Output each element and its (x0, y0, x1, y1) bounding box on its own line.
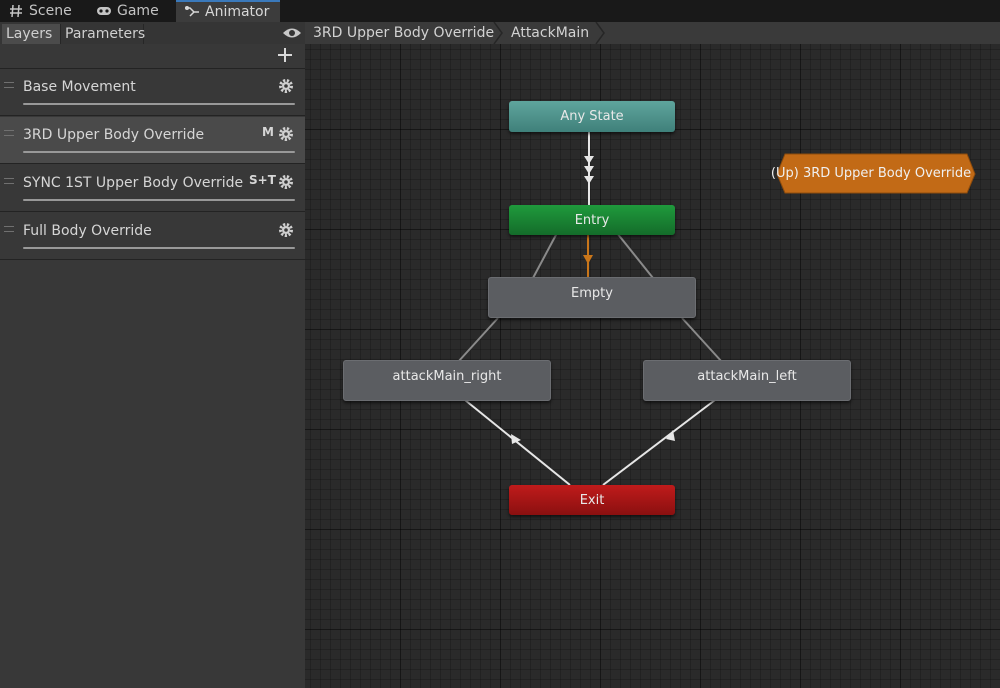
state-node-up-parent[interactable]: (Up) 3RD Upper Body Override (766, 153, 976, 193)
state-node-exit[interactable]: Exit (509, 485, 675, 515)
subtab-parameters-label: Parameters (65, 26, 146, 42)
tab-game-label: Game (117, 3, 159, 19)
state-node-empty[interactable]: Empty (488, 277, 696, 318)
up-node-shape (776, 153, 976, 194)
animator-icon (185, 6, 199, 17)
node-label: Any State (560, 109, 624, 124)
tab-animator-label: Animator (205, 4, 270, 20)
drag-handle-icon[interactable] (4, 130, 14, 136)
breadcrumb: 3RD Upper Body Override AttackMain (305, 22, 1000, 44)
arrow-icon (584, 176, 594, 184)
subtab-layers-label: Layers (6, 26, 53, 42)
eye-icon[interactable] (282, 26, 302, 40)
layer-badge: M (262, 125, 274, 139)
tab-animator[interactable]: Animator (176, 0, 280, 22)
arrow-icon (511, 434, 521, 444)
state-node-any-state[interactable]: Any State (509, 101, 675, 132)
arrow-icon (584, 166, 594, 174)
drag-handle-icon[interactable] (4, 178, 14, 184)
layer-name: Full Body Override (23, 223, 152, 239)
window-tab-bar: Scene Game Animator (0, 0, 1000, 22)
node-label: attackMain_right (392, 369, 502, 384)
panel-subtabs: Layers Parameters (0, 22, 305, 44)
node-label: Empty (571, 286, 613, 301)
layer-item-base-movement[interactable]: Base Movement (0, 69, 305, 116)
layer-weight-bar[interactable] (23, 103, 295, 105)
layer-name: SYNC 1ST Upper Body Override (23, 175, 244, 191)
layer-badge: S+T (249, 173, 276, 187)
layer-item-full-body-override[interactable]: Full Body Override (0, 213, 305, 260)
node-label: Entry (574, 213, 610, 228)
gear-icon[interactable] (278, 78, 294, 94)
transition-left-exit[interactable] (602, 399, 716, 486)
layer-name: 3RD Upper Body Override (23, 127, 205, 143)
tab-scene-label: Scene (29, 3, 72, 19)
layer-item-sync-1st-upper-body[interactable]: SYNC 1ST Upper Body Override S+T (0, 165, 305, 212)
layers-panel: Layers Parameters Base Movement 3RD Uppe… (0, 22, 305, 688)
layer-weight-bar[interactable] (23, 247, 295, 249)
layer-name: Base Movement (23, 79, 136, 95)
arrow-icon (666, 430, 675, 441)
hash-icon (10, 4, 22, 18)
gamepad-icon (97, 7, 111, 15)
gear-icon[interactable] (278, 126, 294, 142)
layer-weight-bar[interactable] (23, 151, 295, 153)
drag-handle-icon[interactable] (4, 82, 14, 88)
gear-icon[interactable] (278, 222, 294, 238)
node-label: attackMain_left (697, 369, 797, 384)
transition-empty-left[interactable] (681, 317, 723, 363)
breadcrumb-label: 3RD Upper Body Override (313, 25, 495, 41)
node-label: (Up) 3RD Upper Body Override (770, 165, 972, 181)
layer-weight-bar[interactable] (23, 199, 295, 201)
tab-game[interactable]: Game (96, 0, 159, 22)
subtab-layers[interactable]: Layers (2, 24, 60, 44)
node-label: Exit (579, 493, 605, 508)
state-node-attackmain-left[interactable]: attackMain_left (643, 360, 851, 401)
transition-empty-right[interactable] (457, 317, 499, 363)
layer-item-3rd-upper-body[interactable]: 3RD Upper Body Override M (0, 117, 305, 164)
tab-scene[interactable]: Scene (8, 0, 72, 22)
chevron-right-icon (493, 22, 503, 44)
state-node-entry[interactable]: Entry (509, 205, 675, 235)
chevron-right-icon (595, 22, 605, 44)
transition-edges (457, 132, 976, 486)
gear-icon[interactable] (278, 174, 294, 190)
animator-graph-canvas[interactable]: 3RD Upper Body Override AttackMain Any S… (305, 22, 1000, 688)
state-node-attackmain-right[interactable]: attackMain_right (343, 360, 551, 401)
drag-handle-icon[interactable] (4, 226, 14, 232)
arrow-icon (584, 156, 594, 164)
transition-right-exit[interactable] (464, 399, 571, 486)
subtab-parameters[interactable]: Parameters (60, 24, 146, 44)
breadcrumb-item-layer[interactable]: 3RD Upper Body Override (313, 22, 494, 44)
breadcrumb-label: AttackMain (511, 25, 590, 41)
breadcrumb-item-statemachine[interactable]: AttackMain (511, 22, 589, 44)
add-layer-row (0, 44, 305, 69)
arrow-icon (583, 255, 593, 264)
add-layer-button[interactable] (276, 46, 294, 64)
